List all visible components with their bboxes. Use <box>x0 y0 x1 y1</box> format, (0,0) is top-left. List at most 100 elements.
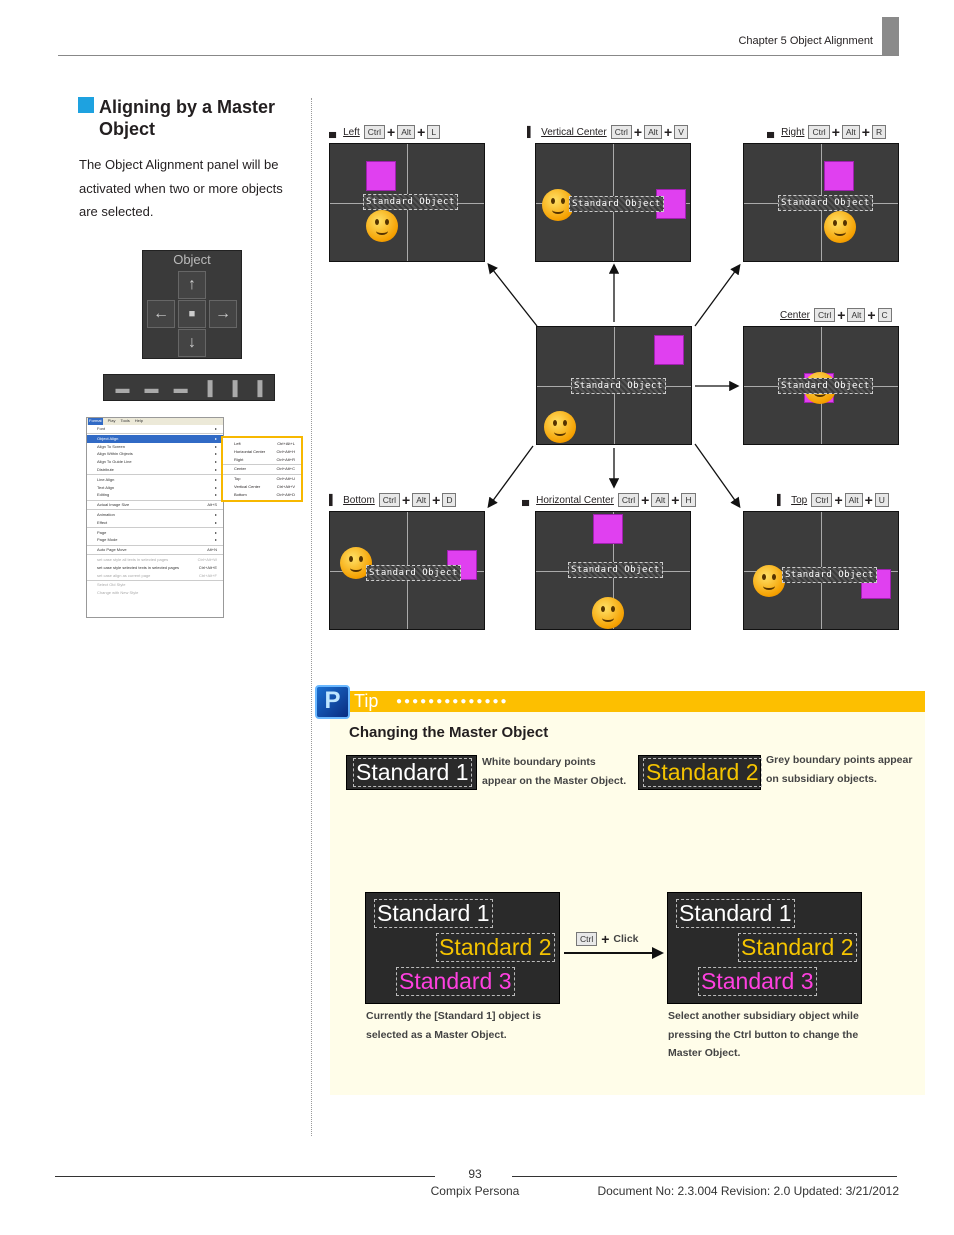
menubar-item[interactable]: Format <box>88 418 103 425</box>
menu-item-shortcut: Ctrl+Alt+F <box>198 572 217 578</box>
magenta-square-object[interactable] <box>366 161 396 191</box>
menubar-item[interactable]: Tools <box>120 418 130 423</box>
menu-item[interactable]: Text Align▸ <box>87 484 223 492</box>
menu-item[interactable]: Animation▸ <box>87 511 223 519</box>
menubar-item[interactable]: Help <box>134 418 144 423</box>
align-top-icon[interactable]: ▐ <box>202 379 213 396</box>
tip-header-bar <box>350 691 925 712</box>
menu-separator <box>87 554 223 556</box>
stack-item-3: Standard 3 <box>698 967 817 996</box>
align-horizontal-center-icon[interactable]: ▬ <box>144 379 159 396</box>
menu-item[interactable]: Align To Guide Line▸ <box>87 458 223 466</box>
align-bottom-icon[interactable]: ▐ <box>252 379 263 396</box>
smiley-object[interactable] <box>366 210 398 242</box>
menu-item[interactable]: Page▸ <box>87 529 223 537</box>
menu-item[interactable]: Align To Screen▸ <box>87 443 223 451</box>
menu-item[interactable]: set case style selected texts in selecte… <box>87 564 223 572</box>
move-up-button[interactable]: ↑ <box>178 271 206 299</box>
smiley-object[interactable] <box>753 565 785 597</box>
center-button[interactable]: ■ <box>178 300 206 328</box>
smiley-object[interactable] <box>592 597 624 629</box>
magenta-square-object[interactable] <box>593 514 623 544</box>
text-object[interactable]: Standard Object <box>366 565 461 581</box>
footer-line-left <box>55 1176 435 1177</box>
key-alt: Alt <box>412 493 431 507</box>
arrow-to-left <box>487 262 538 327</box>
menu-item-label: Actual Image Size <box>97 502 130 508</box>
menu-item-shortcut: Ctrl+Alt+W <box>197 556 217 562</box>
plus-icon: + <box>387 124 396 140</box>
smiley-object[interactable] <box>542 189 574 221</box>
magenta-square-object[interactable] <box>824 161 854 191</box>
key-r: R <box>871 125 887 139</box>
text-object[interactable]: Standard Object <box>778 195 873 211</box>
ctrl-key: Ctrl <box>576 932 598 946</box>
align-bottom-icon: ▌ <box>329 494 337 506</box>
plus-icon: + <box>641 492 650 508</box>
align-top-icon: ▌ <box>777 494 785 506</box>
smiley-object[interactable] <box>544 411 576 443</box>
align-label: Center <box>780 309 811 321</box>
menu-item[interactable]: Align Within Objects▸ <box>87 450 223 458</box>
key-ctrl: Ctrl <box>363 125 386 139</box>
subsidiary-sample-text: Standard 2 <box>643 758 762 787</box>
text-object[interactable]: Standard Object <box>571 378 666 394</box>
align-left-icon[interactable]: ▬ <box>115 379 130 396</box>
plus-icon: + <box>834 492 843 508</box>
menu-item-label: Bottom <box>234 491 247 497</box>
key-alt: Alt <box>844 493 863 507</box>
move-down-button[interactable]: ↓ <box>178 329 206 357</box>
smiley-object[interactable] <box>824 211 856 243</box>
menu-item[interactable]: Distribute▸ <box>87 466 223 474</box>
magenta-square-object[interactable] <box>654 335 684 365</box>
menu-item-shortcut: Ctrl+Alt+E <box>198 564 217 570</box>
align-vertical-center-icon[interactable]: ▐ <box>227 379 238 396</box>
after-example: Standard 1 Standard 2 Standard 3 <box>667 892 862 1004</box>
menu-item-label: Left <box>234 441 241 446</box>
menu-item-label: Editing <box>97 492 110 498</box>
menu-item[interactable]: Effect▸ <box>87 519 223 527</box>
menubar-item[interactable]: Play <box>107 418 116 423</box>
text-object[interactable]: Standard Object <box>363 194 458 210</box>
text-object[interactable]: Standard Object <box>778 378 873 394</box>
menu-item[interactable]: Page Mode▸ <box>87 536 223 544</box>
text-object[interactable]: Standard Object <box>782 567 877 583</box>
move-left-button[interactable]: ← <box>147 300 175 328</box>
preview-panel-left: Standard Object <box>329 143 485 262</box>
key-alt: Alt <box>847 308 866 322</box>
menu-item[interactable]: Editing▸ <box>87 491 223 499</box>
plus-icon: + <box>831 124 840 140</box>
submenu-arrow-icon: ▸ <box>214 459 217 465</box>
menu-item[interactable]: Line Align▸ <box>87 476 223 484</box>
menu-item-shortcut: Ctrl+Alt+R <box>276 456 295 462</box>
move-right-button[interactable]: → <box>209 300 237 328</box>
preview-panel-right: Standard Object <box>743 143 899 262</box>
align-label: Right <box>781 126 805 138</box>
submenu-arrow-icon: ▸ <box>214 529 217 535</box>
tip-dots: ●●●●●●●●●●●●●● <box>396 696 509 707</box>
align-right-icon[interactable]: ▬ <box>173 379 188 396</box>
arrow-right-icon <box>564 947 664 959</box>
stack-item-1: Standard 1 <box>676 899 795 928</box>
menu-item[interactable]: Font▸ <box>87 425 223 433</box>
text-object[interactable]: Standard Object <box>568 562 663 578</box>
text-object[interactable]: Standard Object <box>569 196 664 212</box>
menu-item[interactable]: Object Align▸ <box>87 434 223 443</box>
